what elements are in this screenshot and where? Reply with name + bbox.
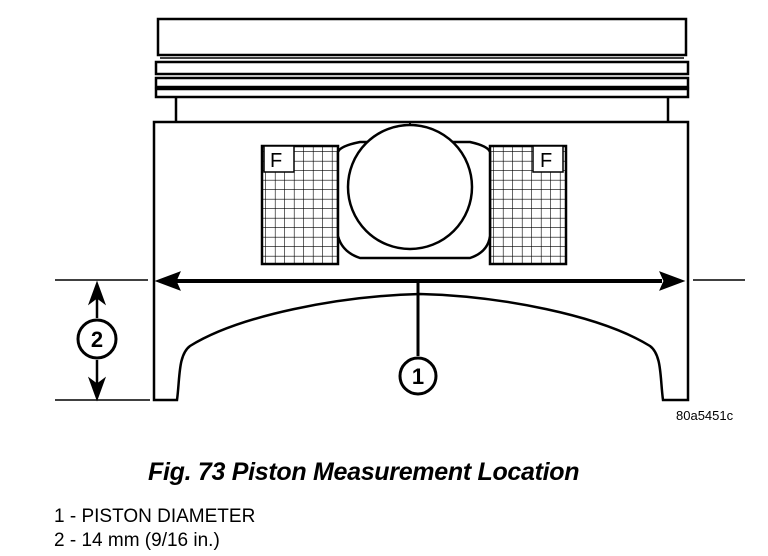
height-arrow-bottom (87, 376, 107, 402)
figure-id: 80a5451c (676, 408, 734, 423)
legend-item-2: 2 - 14 mm (9/16 in.) (54, 530, 220, 551)
piston-crown (156, 17, 688, 57)
face-mark-left: F (270, 150, 282, 172)
height-arrow-top (87, 280, 107, 306)
piston-icon (152, 17, 690, 402)
figure-caption: Fig. 73 Piston Measurement Location (148, 458, 580, 486)
callout-1-number: 1 (412, 364, 424, 389)
diameter-arrow-right (659, 271, 686, 291)
legend-item-1: 1 - PISTON DIAMETER (54, 506, 256, 527)
pin-bore (346, 123, 474, 251)
ring-land-3 (154, 87, 690, 99)
callout-1: 1 (398, 356, 438, 396)
ring-land-2 (154, 76, 690, 89)
measurement-arrow-icon (55, 271, 745, 356)
ring-land-1 (154, 60, 690, 76)
diameter-arrow-left (154, 271, 181, 291)
callout-2: 2 (76, 318, 118, 360)
legend: 1 - PISTON DIAMETER 2 - 14 mm (9/16 in.) (54, 505, 255, 553)
callout-2-number: 2 (91, 327, 103, 352)
height-dimension (55, 280, 150, 402)
face-marks: F F (263, 145, 564, 173)
face-mark-right: F (540, 150, 552, 172)
